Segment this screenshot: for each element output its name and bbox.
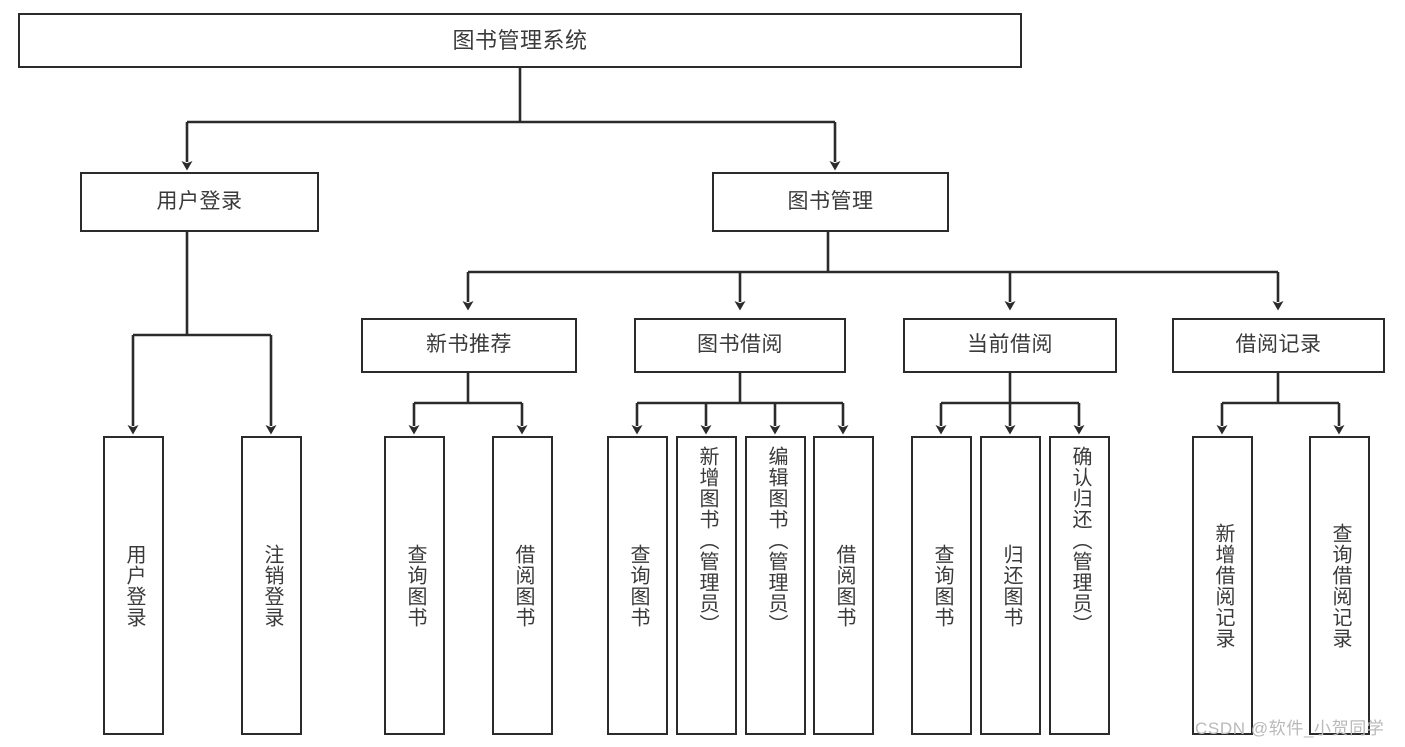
node-leaf-user-login[interactable]: 用户登录 [103,436,164,735]
node-label: 用户登录 [156,189,243,213]
node-label: 归还图书 [1000,543,1022,628]
node-leaf-query-book-recommend[interactable]: 查询图书 [384,436,445,735]
node-label: 查询借阅记录 [1329,522,1351,649]
node-label: 注销登录 [261,543,283,628]
node-leaf-query-book-current[interactable]: 查询图书 [911,436,972,735]
node-label: 图书管理系统 [452,27,588,53]
node-leaf-confirm-return[interactable]: 确认归还（管理员） [1049,436,1110,735]
node-book-management[interactable]: 图书管理 [712,172,949,232]
node-leaf-return-book[interactable]: 归还图书 [980,436,1041,735]
node-root-system[interactable]: 图书管理系统 [18,13,1022,68]
node-label: 图书借阅 [697,333,783,357]
node-leaf-query-borrow-record[interactable]: 查询借阅记录 [1309,436,1370,735]
node-label: 查询图书 [931,543,953,628]
node-leaf-query-book-borrow[interactable]: 查询图书 [607,436,668,735]
node-label: 查询图书 [627,543,649,628]
node-user-login[interactable]: 用户登录 [80,172,319,232]
node-leaf-borrow-book-recommend[interactable]: 借阅图书 [492,436,553,735]
node-label: 图书管理 [787,189,874,213]
node-book-borrow[interactable]: 图书借阅 [634,318,846,373]
node-label: 用户登录 [123,543,145,628]
node-new-book-recommend[interactable]: 新书推荐 [361,318,577,373]
node-label: 新书推荐 [426,333,512,357]
node-borrow-record[interactable]: 借阅记录 [1172,318,1385,373]
node-label: 新增借阅记录 [1212,522,1234,649]
node-current-borrow[interactable]: 当前借阅 [903,318,1117,373]
node-label: 当前借阅 [967,333,1053,357]
node-leaf-borrow-book[interactable]: 借阅图书 [813,436,874,735]
node-leaf-add-book[interactable]: 新增图书（管理员） [676,436,737,735]
node-leaf-add-borrow-record[interactable]: 新增借阅记录 [1192,436,1253,735]
node-label: 确认归还（管理员） [1069,446,1091,635]
node-label: 借阅图书 [512,543,534,628]
node-label: 借阅图书 [833,543,855,628]
node-label: 新增图书（管理员） [696,446,718,635]
watermark-text: CSDN @软件_小贺同学 [1195,719,1385,738]
node-leaf-edit-book[interactable]: 编辑图书（管理员） [745,436,806,735]
node-label: 查询图书 [404,543,426,628]
node-leaf-logout[interactable]: 注销登录 [241,436,302,735]
node-label: 借阅记录 [1235,333,1322,357]
node-label: 编辑图书（管理员） [765,446,787,635]
